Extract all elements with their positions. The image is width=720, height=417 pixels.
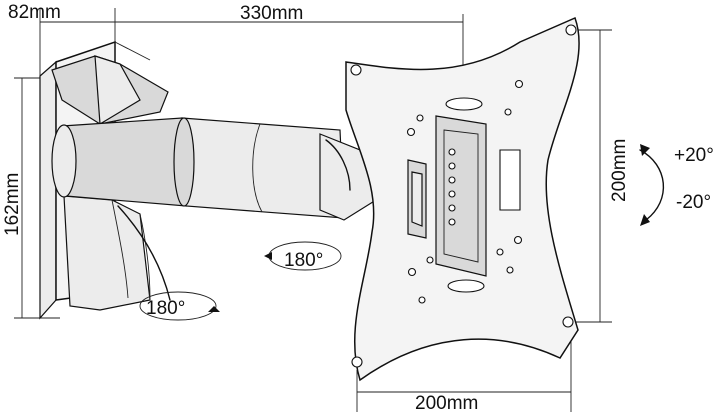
- vesa-hole-bottom-right: [562, 316, 574, 328]
- dimension-guides-top: [39, 8, 464, 76]
- bracket-lower-body: [63, 195, 151, 311]
- tilt-arrow-up: [640, 144, 650, 156]
- wall-swivel-arrow: [139, 291, 217, 321]
- wall-bracket: [51, 55, 171, 311]
- arm-segment-first: [61, 117, 187, 207]
- vesa-horizontal-label: 200mm: [415, 393, 478, 414]
- tilt-down-label: -20°: [676, 192, 711, 213]
- tilt-indicator: [639, 144, 664, 226]
- depth-label: 82mm: [8, 2, 61, 23]
- channel-holes: [448, 148, 456, 226]
- swing-arm: [51, 117, 377, 221]
- vesa-hole-bottom-left: [351, 356, 363, 368]
- wall-swivel-indicator: [139, 291, 220, 321]
- vesa-hole-top-left: [350, 64, 362, 76]
- plate-center-channel: [435, 115, 487, 277]
- vesa-hole-top-right: [565, 24, 577, 36]
- tilt-up-label: +20°: [674, 145, 714, 166]
- wall-height-label: 162mm: [2, 173, 23, 236]
- vesa-vertical-label: 200mm: [609, 139, 630, 202]
- wall-swivel-label: 180°: [146, 298, 185, 319]
- wall-plate-side: [39, 60, 57, 320]
- arm-length-label: 330mm: [240, 3, 303, 24]
- dimension-guides-right: [572, 29, 612, 323]
- plate-oval-slot-top: [445, 97, 483, 111]
- plate-oval-slot-bottom: [447, 279, 485, 293]
- vesa-mounting-plate: [345, 16, 580, 382]
- arm-swivel-label: 180°: [284, 250, 323, 271]
- arm-swivel-indicator: [264, 241, 342, 271]
- tilt-arrow-down: [640, 214, 650, 226]
- vesa-holes: [350, 24, 577, 368]
- tilt-arc: [639, 149, 664, 221]
- plate-slot-right: [499, 149, 521, 211]
